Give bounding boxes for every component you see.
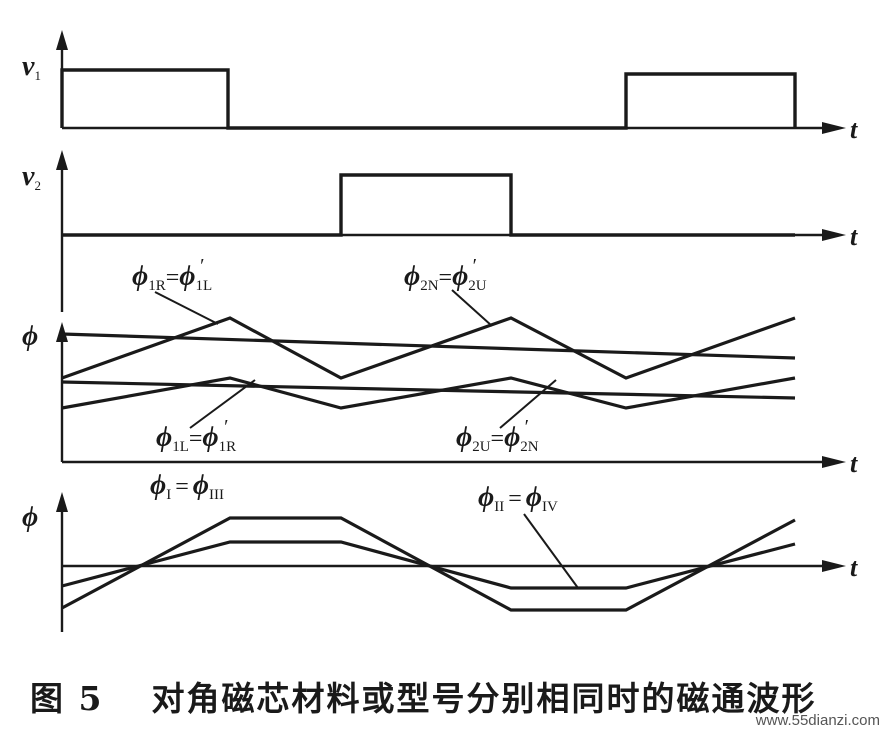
annotation-phi-II-eq-IV: ϕII=ϕIV — [478, 482, 558, 515]
phi3-axis-arrow-icon — [56, 322, 68, 342]
t-label-3: t — [850, 449, 858, 478]
leader-phi-2U — [499, 379, 557, 429]
annotation-phi-I-eq-III: ϕI=ϕIII — [150, 470, 224, 503]
panel-phi-cores: ϕ t ϕ1R=ϕ1L′ ϕ2N=ϕ2U′ ϕ1L=ϕ1R′ ϕ2U=ϕ2N′ — [22, 255, 858, 478]
v1-axis-arrow-icon — [56, 30, 68, 50]
leader-phi-2N — [451, 289, 493, 327]
leader-phi-1R — [154, 291, 219, 325]
leader-phi-1L — [189, 379, 256, 429]
annotation-phi-2N-eq-2U: ϕ2N=ϕ2U′ — [404, 255, 487, 294]
annotation-phi-2U-eq-2N: ϕ2U=ϕ2N′ — [456, 416, 539, 455]
flux-II-curve — [61, 540, 796, 590]
v2-axis-arrow-icon — [56, 150, 68, 170]
t-label-2: t — [850, 222, 858, 251]
v1-pulse-waveform — [60, 68, 797, 130]
flux-1L-curve — [61, 376, 796, 410]
phi4-axis-arrow-icon — [56, 492, 68, 512]
flux-1R-curve — [61, 316, 796, 380]
flux-2U-curve — [61, 380, 796, 400]
phi4-label: ϕ — [22, 502, 38, 533]
phi3-label: ϕ — [22, 321, 38, 352]
flux-I-curve — [61, 516, 796, 612]
annotation-phi-1R-eq-1L: ϕ1R=ϕ1L′ — [132, 255, 212, 294]
phi4-time-arrow-icon — [822, 560, 846, 572]
panel-phi-branches: ϕ t ϕI=ϕIII ϕII=ϕIV — [22, 470, 858, 632]
leader-phi-II — [523, 513, 579, 589]
v1-label: v1 — [22, 51, 41, 83]
flux-2N-curve — [61, 332, 796, 360]
t-label-1: t — [850, 115, 858, 144]
phi3-time-arrow-icon — [822, 456, 846, 468]
figure-caption: 图 5 对角磁芯材料或型号分别相同时的磁通波形 — [30, 672, 816, 720]
v2-time-arrow-icon — [822, 229, 846, 241]
t-label-4: t — [850, 553, 858, 582]
panel-v2: v2 t — [22, 150, 858, 312]
panel-v1: v1 t — [22, 30, 858, 144]
v2-label: v2 — [22, 161, 41, 193]
figure-caption-text: 对角磁芯材料或型号分别相同时的磁通波形 — [151, 679, 817, 718]
annotation-phi-1L-eq-1R: ϕ1L=ϕ1R′ — [156, 416, 236, 455]
v1-time-arrow-icon — [822, 122, 846, 134]
v2-pulse-waveform — [62, 173, 795, 237]
watermark-url: www.55dianzi.com — [755, 712, 880, 729]
figure-number: 图 5 — [30, 679, 104, 718]
